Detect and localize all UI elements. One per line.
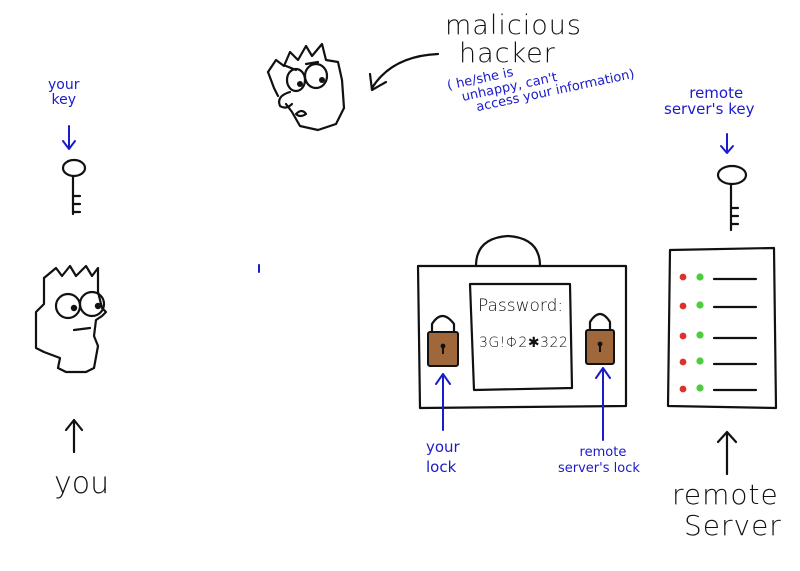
hacker-face-icon [266,42,346,132]
your-key-line2: key [51,91,76,108]
key-icon [716,164,748,232]
your-key-line1: your [48,77,80,93]
hacker-title: malicious hacker [445,10,582,70]
password-value: 3G!Φ2✱322 [479,335,569,351]
remote-key-line1: remote [689,84,744,102]
remote-key-label: remote server's key [664,84,754,118]
password-label: Password: [478,296,564,316]
remote-key-line2: server's key [664,99,755,118]
hacker-pointer-arrowhead [368,72,388,92]
padlock-icon [585,312,615,365]
your-key-label: your key [48,78,79,107]
your-lock-line1: your [426,438,460,456]
hacker-title-line2: hacker [459,38,556,70]
key-icon [61,158,87,216]
remote-server-line1: remote [672,478,779,511]
padlock-icon [427,314,459,367]
remote-lock-line2: server's lock [558,460,640,476]
your-lock-line2: lock [426,457,457,476]
remote-lock-line1: remote [579,445,627,460]
hacker-pointer-arrow [370,52,440,90]
briefcase-icon [416,234,628,410]
hacker-title-line1: malicious [445,10,582,41]
user-face-icon [34,264,108,374]
your-key-arrow [62,125,76,150]
remote-lock-label: remote server's lock [558,446,640,475]
server-rack-icon [666,246,778,410]
you-arrow [64,418,84,454]
your-lock-label: your lock [426,438,460,476]
your-lock-arrow [435,373,451,431]
remote-key-arrow [720,133,734,154]
remote-server-label: remote Server [672,480,782,541]
remote-server-arrow [716,430,738,476]
remote-lock-arrow [595,367,611,441]
you-label: you [54,466,110,501]
remote-server-line2: Server [684,509,782,543]
